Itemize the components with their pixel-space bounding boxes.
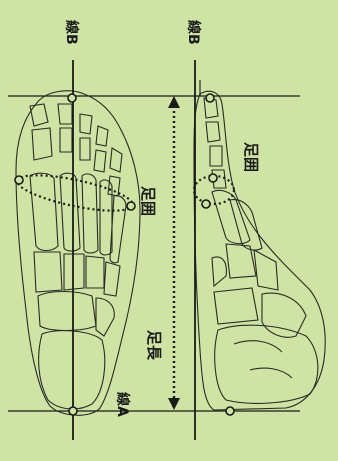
foot-length-label: 足長 [145,330,163,361]
right-foot-bones [194,91,325,410]
foot-girth-right-label: 足囲 [242,142,260,172]
left-girth-point-lateral [127,202,135,210]
left-heel-point [69,407,77,415]
line-b-right-label: 線B [185,20,202,45]
right-toe-point [206,94,214,102]
left-girth-point-medial [15,176,23,184]
right-girth-point-bottom [202,200,210,208]
foot-girth-left-label: 足囲 [139,186,157,216]
left-toe-point [68,94,76,102]
right-heel-point [226,407,234,415]
line-b-left-label: 線B [63,20,80,45]
line-a-label: 線A [114,392,131,417]
right-girth-point-top [209,174,217,182]
left-foot-bones [16,91,140,415]
foot-length-arrow [168,96,180,410]
